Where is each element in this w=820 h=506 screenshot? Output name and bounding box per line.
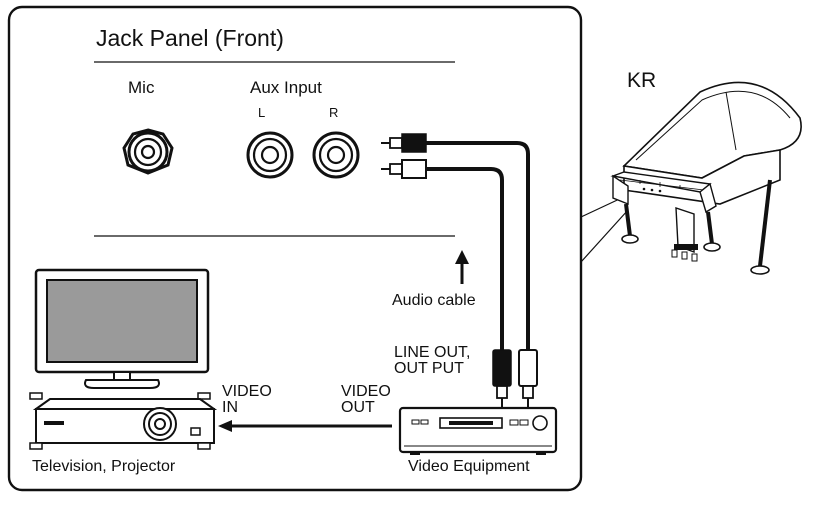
aux-right-label: R — [329, 105, 339, 120]
television-icon — [34, 268, 210, 389]
audio-cable-label: Audio cable — [392, 292, 476, 309]
grand-piano-icon — [610, 81, 802, 275]
up-arrow-icon — [455, 250, 469, 284]
television-label: Television, Projector — [32, 458, 176, 475]
line-out-line-2: OUT PUT — [394, 360, 464, 377]
rca-plug-bottom-black — [492, 349, 512, 407]
video-out-line-1: VIDEO — [341, 383, 391, 400]
video-out-line-2: OUT — [341, 399, 375, 416]
aux-input-label: Aux Input — [250, 78, 322, 97]
mic-label: Mic — [128, 78, 155, 97]
piano-label: KR — [627, 69, 657, 92]
rca-plug-top-black — [381, 133, 427, 153]
audio-cable-white — [426, 167, 504, 350]
aux-right-jack — [312, 131, 360, 179]
mic-jack — [122, 128, 174, 175]
video-signal-arrow — [218, 420, 392, 432]
rca-plug-bottom-white — [518, 349, 538, 407]
aux-left-label: L — [258, 105, 266, 120]
video-in-line-1: VIDEO — [222, 383, 272, 400]
video-equipment-icon — [398, 406, 558, 455]
video-in-line-2: IN — [222, 399, 238, 416]
line-out-line-1: LINE OUT, — [394, 344, 471, 361]
video-in-label: VIDEO IN — [222, 384, 272, 416]
panel-title: Jack Panel (Front) — [96, 25, 284, 51]
video-out-label: VIDEO OUT — [341, 384, 391, 416]
line-out-label: LINE OUT, OUT PUT — [394, 345, 470, 377]
aux-left-jack — [246, 131, 294, 179]
audio-cable-black — [426, 141, 530, 350]
callout-line-bottom — [580, 209, 629, 263]
video-equipment-label: Video Equipment — [408, 458, 530, 475]
projector-icon — [29, 392, 218, 450]
